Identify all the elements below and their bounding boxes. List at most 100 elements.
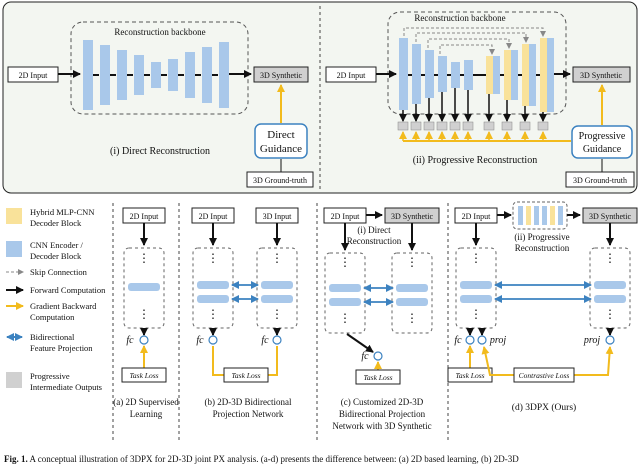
cnn-block [219,42,229,108]
legend-forward: Forward Computation [30,285,106,295]
proj-node [605,335,615,345]
caption-a-l1: (a) 2D Supervised [113,397,179,407]
synthetic-label: 3D Synthetic [260,71,302,80]
cnn-block [460,295,492,303]
legend-cnn-swatch [6,241,22,257]
synthetic-label: 3D Synthetic [580,71,622,80]
panel-d: 2D Input 3D Synthetic (ii) Progressive R… [447,201,638,413]
legend-progressive-swatch [6,372,22,388]
fc-node [465,335,475,345]
panel-c: 2D Input 3D Synthetic (i) Direct Reconst… [323,207,440,431]
cnn-block [396,284,428,292]
recon-l2: Reconstruction [515,243,570,253]
fc-node [373,351,383,361]
fc-node [272,335,282,345]
task-loss-label: Task Loss [129,371,158,380]
cnn-block [83,40,93,110]
caption-c-l1: (c) Customized 2D-3D [341,397,424,407]
fc-node [139,335,149,345]
intermediate-output [423,121,435,131]
cnn-block [197,295,229,303]
svg-text:⋮: ⋮ [207,251,219,265]
progressive-guidance-box [571,125,633,159]
cnn-block [529,44,536,106]
recon-l1: (ii) Progressive [514,232,569,242]
synthetic-label: 3D Synthetic [589,212,631,221]
cnn-block [197,281,229,289]
proj-right-label: proj [583,335,601,346]
svg-text:⋮: ⋮ [271,251,283,265]
panel-b: 2D Input 3D Input ⋮ ⋮ ⋮ ⋮ fc fc Task Los… [191,207,299,419]
guidance-line2: Guidance [260,143,302,155]
fc-label: fc [454,335,462,346]
fc-node [208,335,218,345]
legend-hybrid-swatch [6,208,22,224]
guidance-line1: Direct [267,129,294,141]
legend-hybrid-l2: Decoder Block [30,218,82,228]
legend-skip: Skip Connection [30,267,88,277]
cnn-block [412,44,421,104]
task-loss-box [355,369,401,385]
intermediate-output [449,121,461,131]
hybrid-block [540,38,547,112]
caption-direct: (i) Direct Reconstruction [110,146,210,157]
contrastive-loss-label: Contrastive Loss [519,371,570,380]
cnn-block [168,59,178,91]
intermediate-output [483,121,495,131]
svg-text:⋮: ⋮ [406,255,418,269]
caption-d: (d) 3DPX (Ours) [512,402,576,413]
legend-hybrid-l1: Hybrid MLP-CNN [30,207,94,217]
legend-prog-l2: Intermediate Outputs [30,382,102,392]
intermediate-output [410,121,422,131]
cnn-block [185,52,195,98]
input-left-label: 2D Input [199,212,228,221]
task-loss-box [223,367,269,383]
direct-guidance-box [254,123,308,159]
ground-truth-label: 3D Ground-truth [573,176,627,185]
caption-progressive: (ii) Progressive Reconstruction [413,155,537,166]
intermediate-output [462,121,474,131]
legend-gradient-l1: Gradient Backward [30,301,97,311]
input-label: 2D Input [130,212,159,221]
cnn-block [399,38,408,110]
cnn-block [128,283,160,291]
cnn-block [261,295,293,303]
synthetic-label: 3D Synthetic [391,212,433,221]
guidance-line2: Guidance [583,144,622,155]
ground-truth-label: 3D Ground-truth [253,176,307,185]
task-loss-label: Task Loss [363,373,392,382]
input-label: 2D Input [19,71,48,80]
fc-left-label: fc [196,335,204,346]
cnn-block [511,50,518,100]
hybrid-block [504,50,511,100]
fc-right-label: fc [261,335,269,346]
caption-c-l3: Network with 3D Synthetic [332,421,431,431]
gradient-line [481,346,514,376]
legend-gradient-l2: Computation [30,312,75,322]
cnn-block [151,62,161,88]
synthetic-box [253,66,309,83]
network-dashed-box [324,252,366,334]
cnn-block [329,298,361,306]
synthetic-box [572,66,631,83]
caption-b-l2: Projection Network [213,409,284,419]
legend-cnn-l2: Decoder Block [30,251,82,261]
legend-cnn-l1: CNN Encoder / [30,240,84,250]
recon-l1: (i) Direct [357,225,391,235]
figure-caption-text: A conceptual illustration of 3DPX for 2D… [28,454,519,464]
backbone-dashed-box [387,11,567,115]
contrastive-loss-box [513,367,575,383]
input-label: 2D Input [331,212,360,221]
network-dashed-box [391,252,433,334]
cnn-block [438,56,447,92]
svg-text:⋮: ⋮ [406,311,418,325]
intermediate-output [501,121,513,131]
figure-caption-label: Fig. 1. [4,454,28,464]
task-loss-label: Task Loss [231,371,260,380]
hybrid-block [522,44,529,106]
network-dashed-box [123,247,165,329]
legend-bidir-l2: Feature Projection [30,343,93,353]
cnn-block [329,284,361,292]
cnn-block [425,50,434,98]
backbone-label: Reconstruction backbone [114,27,205,37]
